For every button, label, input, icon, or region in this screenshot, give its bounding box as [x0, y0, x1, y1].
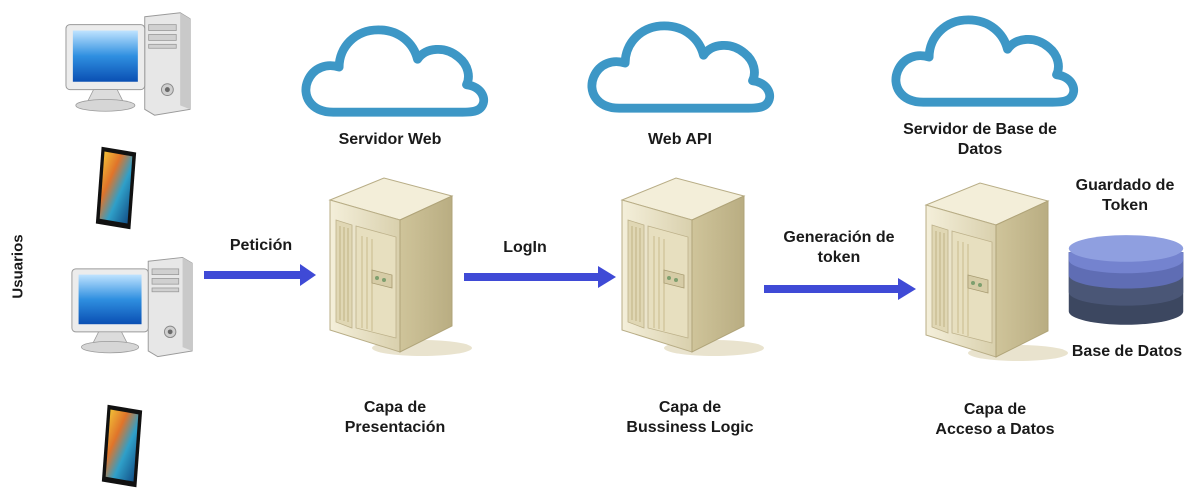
desktop-computer-icon [70, 254, 194, 362]
db-server-label: Servidor de Base de Datos [880, 120, 1080, 160]
business-logic-layer-line1: Capa de [658, 399, 722, 416]
server-icon-data-access [908, 175, 1068, 365]
users-label: Usuarios [9, 234, 27, 299]
cloud-icon-db-server [886, 8, 1082, 116]
arrow-peticion-label: Petición [229, 237, 293, 254]
arrow-token-label: Generación de token [764, 228, 914, 268]
token-storage-label-line2: Token [1102, 197, 1148, 214]
web-server-label: Servidor Web [338, 131, 442, 148]
db-server-label-line1: Servidor de Base de [903, 121, 1057, 138]
presentation-layer-line1: Capa de [363, 399, 427, 416]
arrow-login [464, 266, 616, 288]
server-icon-business-logic [604, 170, 764, 360]
smartphone-icon [98, 402, 146, 490]
database-label: Base de Datos [1071, 343, 1183, 360]
db-server-label-line2: Datos [957, 141, 1003, 158]
server-icon-presentation [312, 170, 472, 360]
arrow-token-label-line1: Generación de [783, 229, 895, 246]
data-access-layer-label: Capa de Acceso a Datos [900, 400, 1090, 440]
web-api-label: Web API [647, 131, 712, 148]
business-logic-layer-line2: Bussiness Logic [626, 419, 754, 436]
token-storage-label: Guardado de Token [1060, 176, 1190, 216]
data-access-layer-line2: Acceso a Datos [935, 421, 1055, 438]
presentation-layer-line2: Presentación [344, 419, 446, 436]
presentation-layer-label: Capa de Presentación [310, 398, 480, 438]
database-icon [1064, 222, 1188, 334]
arrow-peticion [204, 264, 316, 286]
smartphone-icon [92, 144, 140, 232]
arrow-token [764, 278, 916, 300]
token-storage-label-line1: Guardado de [1075, 177, 1175, 194]
arrow-login-label: LogIn [503, 239, 547, 256]
data-access-layer-line1: Capa de [963, 401, 1027, 418]
business-logic-layer-label: Capa de Bussiness Logic [600, 398, 780, 438]
cloud-icon-web-server [296, 18, 492, 126]
cloud-icon-web-api [582, 14, 778, 122]
arrow-token-label-line2: token [817, 249, 861, 266]
desktop-computer-icon [64, 10, 192, 120]
